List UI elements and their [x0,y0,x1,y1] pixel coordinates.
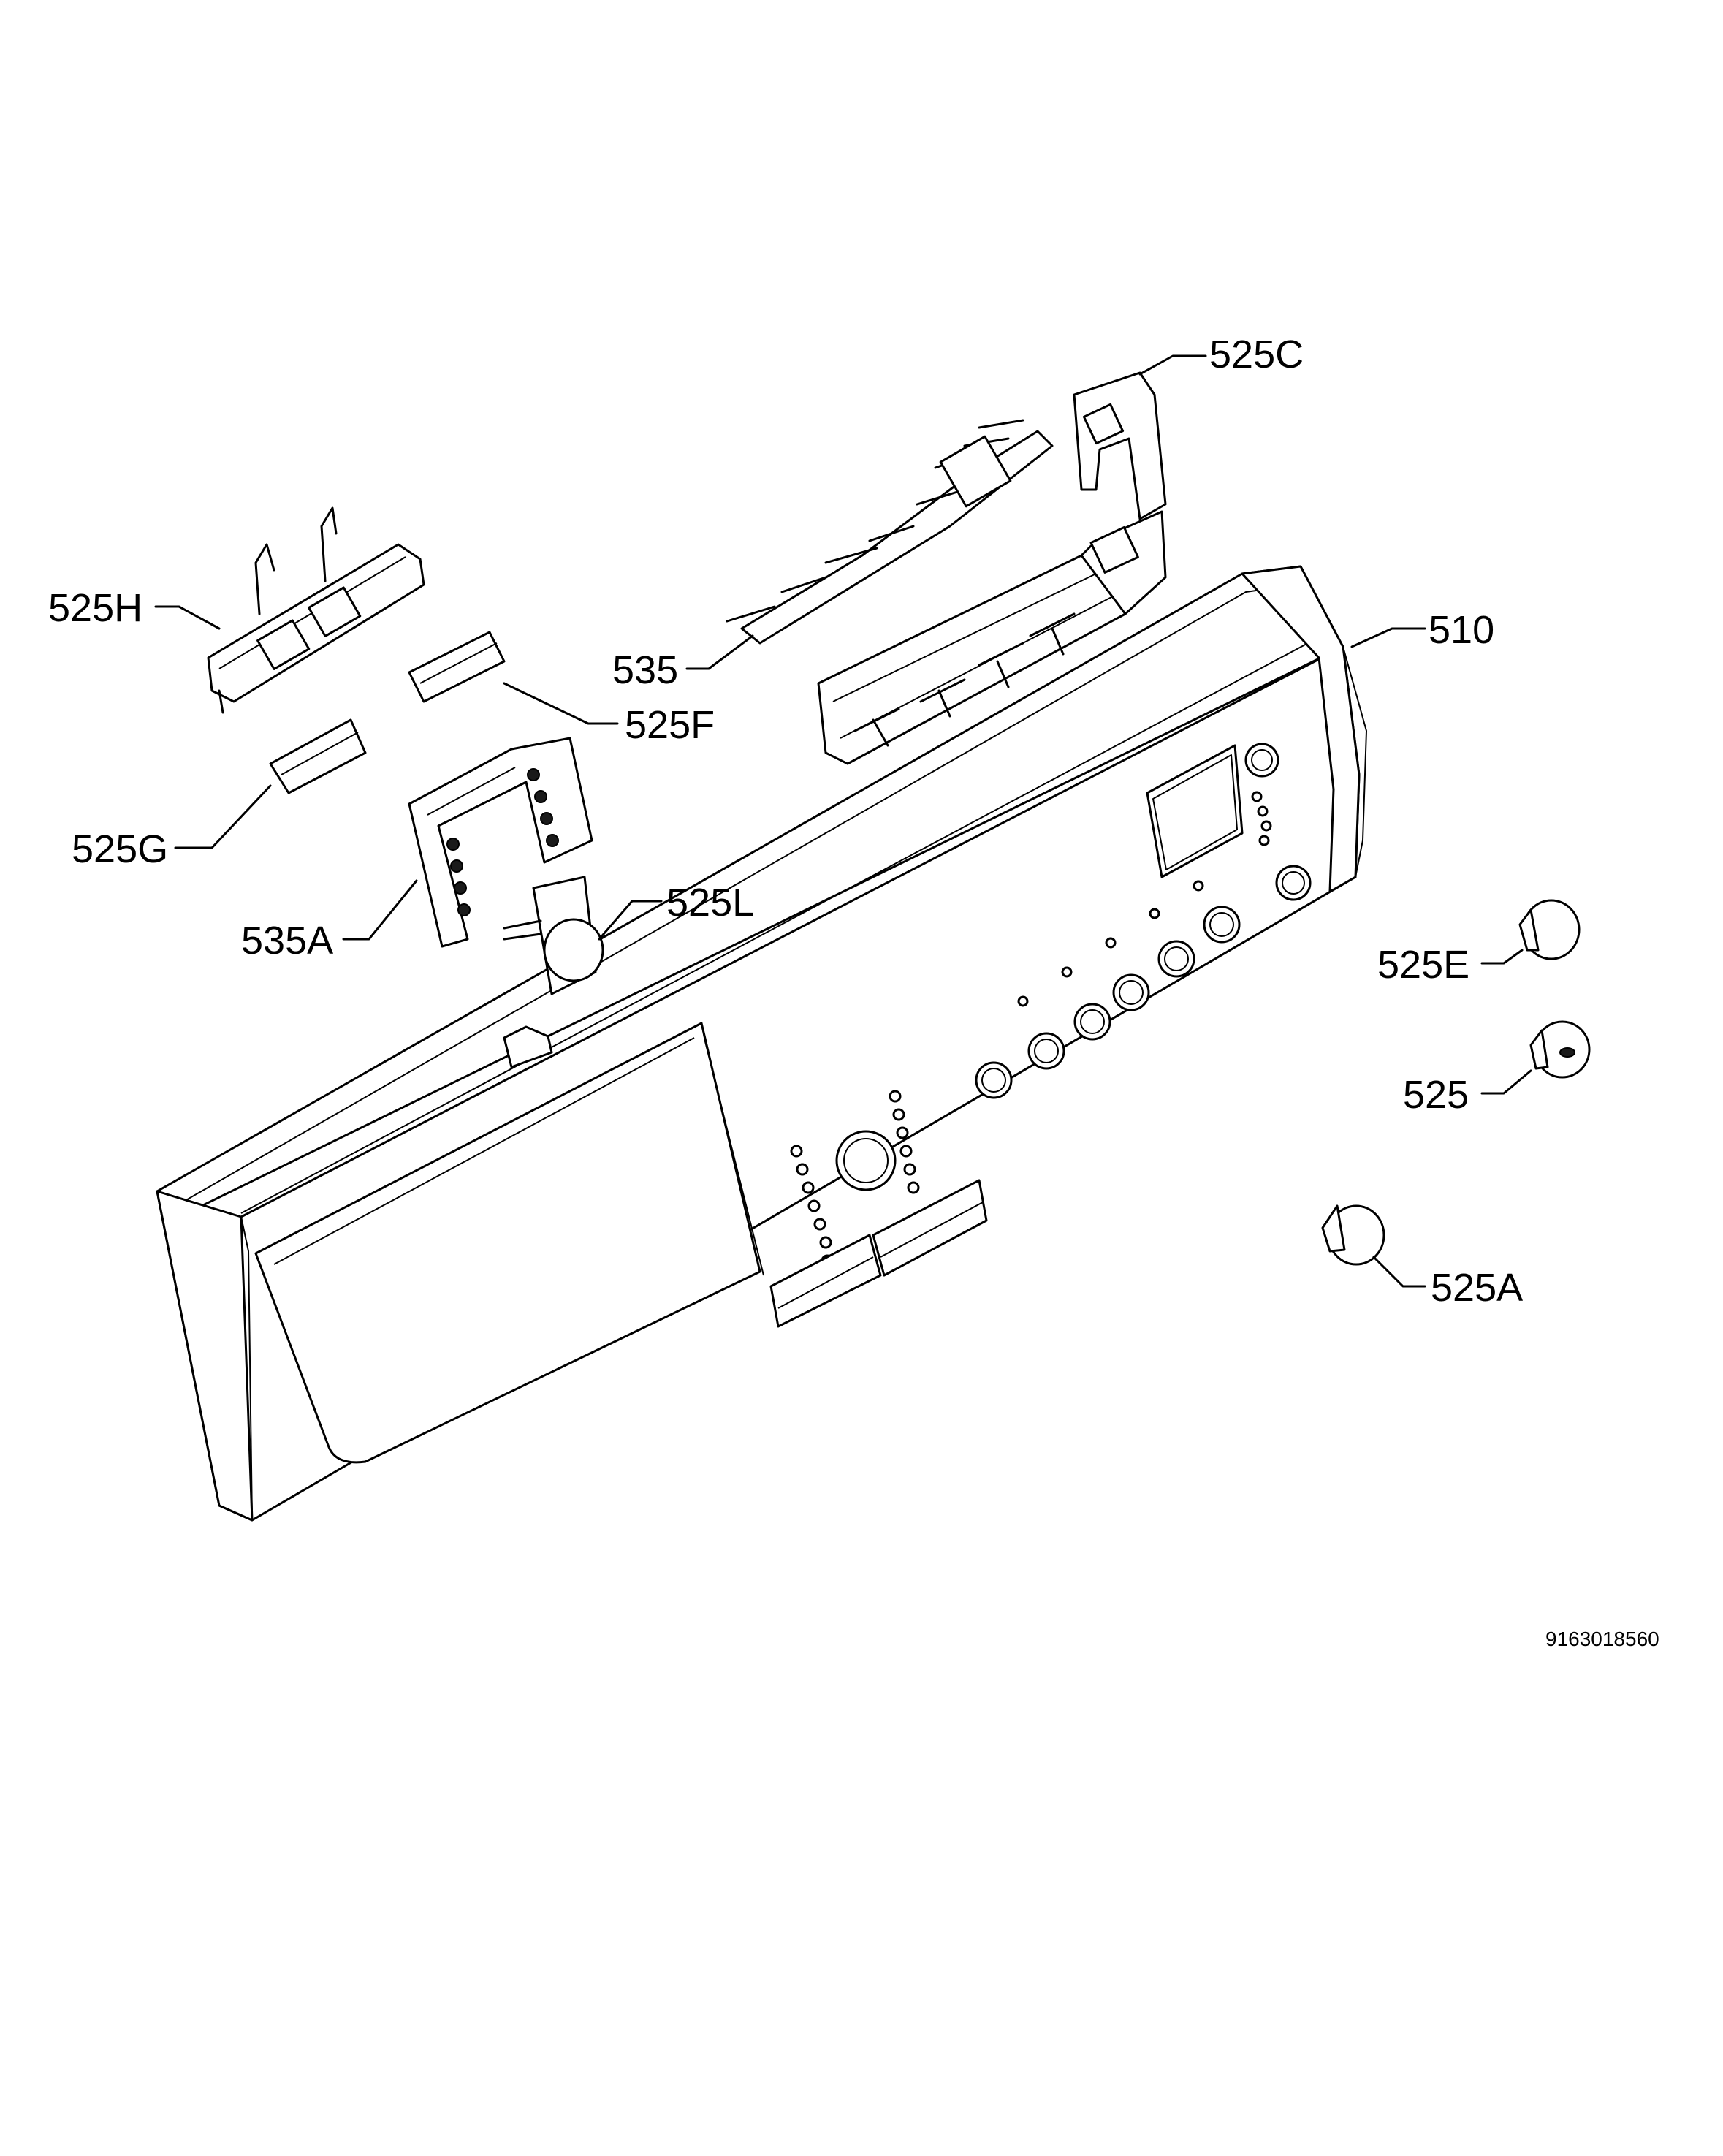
button-part-525G [269,718,367,794]
callout-525A: 525A [1431,1266,1523,1310]
callout-525C: 525C [1209,333,1304,376]
callout-510: 510 [1429,608,1494,652]
document-number: 9163018560 [1545,1628,1659,1650]
callout-525E: 525E [1377,943,1469,987]
button-part-525F [408,631,506,703]
callout-535: 535 [612,648,678,692]
light-guide-part-535A [408,737,593,948]
callout-labels: 525H 525C 535 510 525F 525G 535A 525L 52… [48,333,1659,1650]
knob-part-525 [1529,1020,1591,1079]
callout-525: 525 [1403,1073,1469,1117]
callout-525L: 525L [666,881,754,925]
callout-525F: 525F [625,703,715,747]
knob-part-525A [1321,1204,1385,1266]
callout-525H: 525H [48,586,142,630]
leader-lines [154,354,1532,1288]
switch-carrier-part-525C [817,371,1167,765]
callout-525G: 525G [72,827,168,871]
panel-buttons [835,743,1312,1191]
knob-part-525E [1518,899,1581,960]
light-guide-part-535 [726,419,1054,645]
control-panel-part-510 [156,565,1367,1522]
callout-535A: 535A [241,919,333,963]
encoder-part-525L [503,876,604,995]
bracket-part-525H [207,506,425,714]
display-window [1146,744,1244,878]
